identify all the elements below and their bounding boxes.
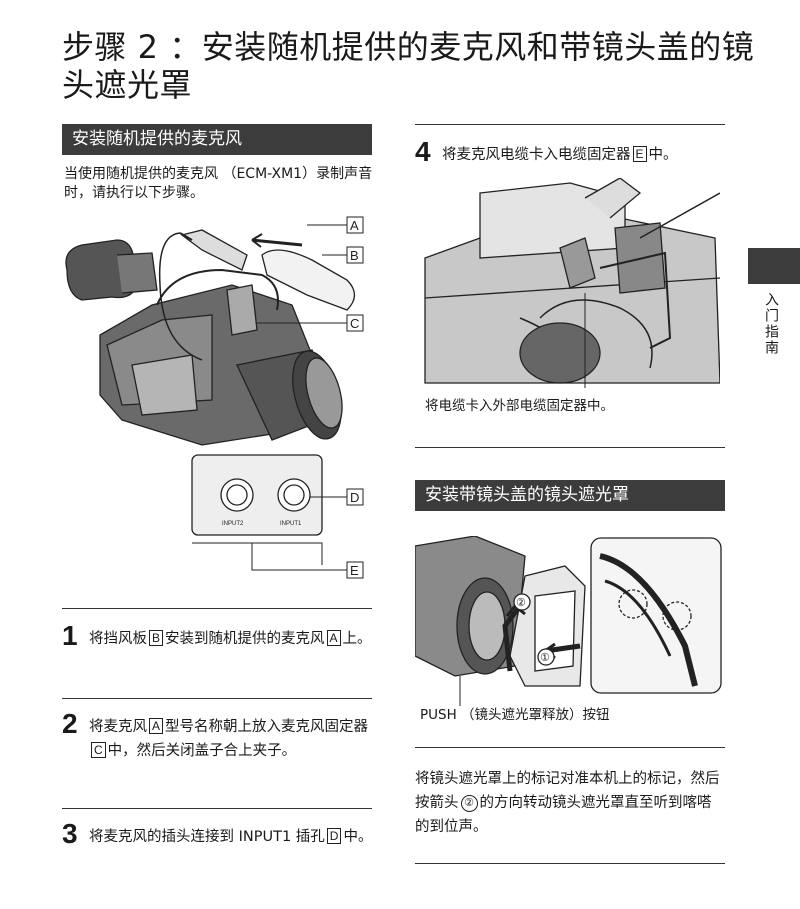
intro-text: 当使用随机提供的麦克风 （ECM-XM1）录制声音时，请执行以下步骤。 (64, 166, 373, 201)
ref-box: A (326, 630, 341, 646)
marker-2: ② (516, 597, 526, 609)
step-number: 3 (62, 818, 78, 849)
ref-box: E (632, 146, 647, 162)
chapter-tab-label: 入门指南 (763, 292, 779, 356)
circled-2: ② (460, 795, 478, 812)
step-number: 2 (62, 708, 78, 739)
step-number: 1 (62, 620, 78, 651)
page-title: 步骤 2 ：安装随机提供的麦克风和带镜头盖的镜头遮光罩 (62, 28, 755, 104)
chapter-tab (748, 248, 800, 284)
divider (62, 808, 372, 809)
label-c: C (350, 316, 359, 331)
divider (415, 863, 725, 864)
label-a: A (350, 218, 359, 233)
label-input2: INPUT2 (222, 521, 244, 527)
ref-box: B (149, 630, 164, 646)
camera-microphone-figure: A B C D E INPUT2 INPUT1 (65, 216, 364, 579)
label-e: E (350, 563, 359, 578)
lens-hood-figure: ② ① (415, 536, 722, 706)
divider (62, 608, 372, 609)
divider (415, 747, 725, 748)
ref-box: C (91, 742, 106, 758)
section-heading-lens-hood: 安装带镜头盖的镜头遮光罩 (415, 480, 725, 511)
section-heading-microphone: 安装随机提供的麦克风 (62, 124, 372, 155)
ref-box: D (326, 828, 342, 844)
divider (415, 124, 725, 125)
cable-holder-caption: 将电缆卡入外部电缆固定器中。 (425, 398, 614, 414)
cable-holder-figure (424, 178, 720, 388)
push-button-caption: PUSH （镜头遮光罩释放）按钮 (420, 707, 610, 723)
divider (415, 447, 725, 448)
label-d: D (350, 490, 359, 505)
ref-box: A (149, 718, 164, 734)
step-number: 4 (415, 136, 431, 167)
label-input1: INPUT1 (280, 521, 302, 527)
divider (62, 698, 372, 699)
label-b: B (350, 248, 359, 263)
marker-1: ① (540, 652, 550, 664)
